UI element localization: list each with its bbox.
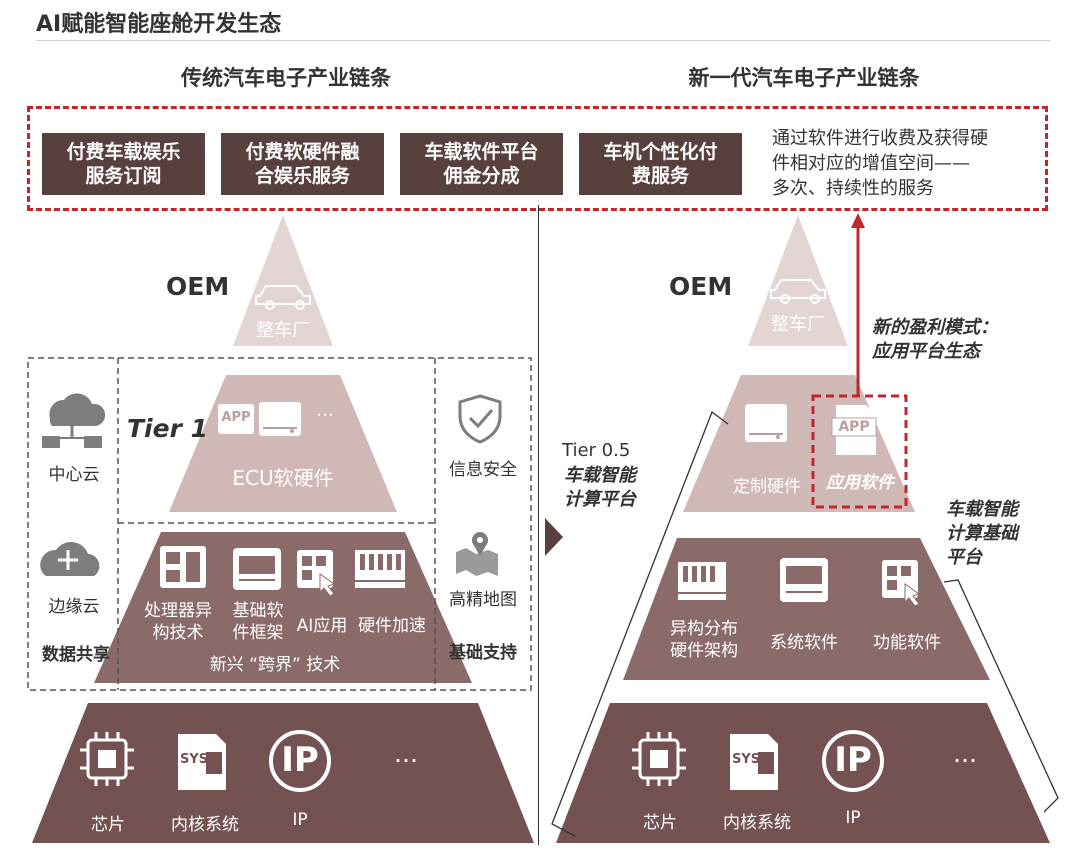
base-support-label: 基础支持 — [449, 643, 517, 663]
chip-icon — [80, 732, 134, 786]
touch-panel-icon — [297, 550, 336, 597]
sys-document-icon — [178, 734, 226, 790]
code-window-icon — [233, 548, 281, 590]
function-software-label: 功能软件 — [873, 633, 941, 653]
emerging-tech-label: 新兴 “跨界” 技术 — [209, 655, 341, 675]
right-base-tier — [556, 703, 1050, 843]
right-car-maker-label: 整车厂 — [771, 314, 825, 335]
center-cloud-label: 中心云 — [48, 465, 100, 485]
info-security-label: 信息安全 — [449, 460, 517, 480]
left-outer-dashed-frame — [27, 357, 532, 691]
service-box-3: 车载软件平台 佣金分成 — [400, 133, 563, 195]
tier1-label: Tier 1 — [127, 414, 209, 443]
sys-icon-text: SYS — [180, 752, 209, 767]
app-doc-icon-text: APP — [838, 419, 870, 435]
page-title: AI赋能智能座舱开发生态 — [36, 12, 282, 37]
chip-label: 芯片 — [643, 813, 677, 833]
ai-application-label: AI应用 — [296, 616, 348, 636]
ip-icon — [269, 730, 331, 792]
cloud-server-icon — [42, 393, 106, 448]
title-divider — [36, 40, 1050, 41]
edge-cloud-label: 边缘云 — [48, 597, 100, 617]
car-icon — [255, 285, 311, 310]
ecu-ellipsis: … — [316, 400, 334, 421]
service-box-2: 付费软硬件融 合娱乐服务 — [221, 133, 384, 195]
base-ellipsis: … — [953, 740, 977, 768]
tier05-bracket — [551, 410, 729, 837]
app-icon — [218, 404, 254, 434]
motherboard-icon — [160, 546, 206, 588]
chip-label: 芯片 — [91, 815, 125, 835]
service-box-4: 车机个性化付 费服务 — [579, 133, 742, 195]
app-icon-text: APP — [221, 410, 251, 425]
cloud-plus-icon — [40, 541, 100, 576]
left-column-header: 传统汽车电子产业链条 — [181, 66, 391, 90]
base-platform-bracket — [943, 579, 1059, 813]
kernel-system-label: 内核系统 — [723, 813, 791, 833]
server-icon — [259, 402, 301, 436]
left-oem-tier — [233, 215, 333, 346]
map-pin-icon — [456, 532, 498, 576]
app-software-label: 应用软件 — [826, 473, 894, 493]
base-platform-label: 车载智能 计算基础 平台 — [946, 499, 1018, 568]
tier05-label: Tier 0.5 — [562, 440, 631, 461]
memory-module-icon — [678, 562, 726, 600]
right-oem-label: OEM — [669, 272, 733, 301]
kernel-system-label: 内核系统 — [171, 815, 239, 835]
ip-icon-text: IP — [834, 740, 872, 780]
left-car-maker-label: 整车厂 — [256, 320, 310, 341]
chip-icon — [632, 732, 686, 786]
ip-icon-text: IP — [281, 740, 319, 780]
shield-check-icon — [458, 394, 502, 444]
profit-arrow — [851, 213, 865, 228]
data-share-label: 数据共享 — [42, 645, 110, 665]
car-icon — [770, 279, 826, 304]
left-ecu-tier — [169, 375, 397, 512]
sys-document-icon — [730, 734, 778, 790]
hd-map-label: 高精地图 — [449, 590, 517, 610]
ip-icon — [822, 730, 884, 792]
revenue-services-box — [27, 106, 1048, 211]
left-base-tier — [32, 703, 534, 843]
hardware-acceleration-label: 硬件加速 — [358, 616, 426, 636]
base-ellipsis: … — [394, 740, 418, 768]
tier05-subtitle: 车载智能 计算平台 — [564, 465, 636, 510]
ip-label: IP — [845, 808, 861, 828]
column-divider — [538, 205, 539, 845]
heterogeneous-processor-label: 处理器异 构技术 — [144, 601, 212, 643]
server-icon — [745, 404, 787, 442]
distributed-hardware-label: 异构分布 硬件架构 — [670, 619, 738, 661]
base-software-framework-label: 基础软 件框架 — [232, 601, 284, 643]
touch-panel-icon — [882, 560, 921, 607]
memory-module-icon — [355, 550, 405, 588]
custom-hardware-label: 定制硬件 — [733, 477, 801, 497]
service-box-1: 付费车载娱乐 服务订阅 — [42, 133, 205, 195]
transition-arrow — [545, 518, 563, 556]
ecu-label: ECU软硬件 — [232, 466, 334, 490]
code-window-icon — [780, 558, 828, 602]
value-added-note: 通过软件进行收费及获得硬 件相对应的增值空间—— 多次、持续性的服务 — [772, 128, 988, 199]
sys-icon-text: SYS — [732, 752, 761, 767]
right-column-header: 新一代汽车电子产业链条 — [688, 66, 920, 90]
app-document-icon — [831, 405, 877, 455]
left-oem-label: OEM — [166, 272, 230, 301]
ip-label: IP — [292, 810, 308, 830]
system-software-label: 系统软件 — [770, 633, 838, 653]
profit-model-label: 新的盈利模式： 应用平台生态 — [872, 317, 998, 362]
